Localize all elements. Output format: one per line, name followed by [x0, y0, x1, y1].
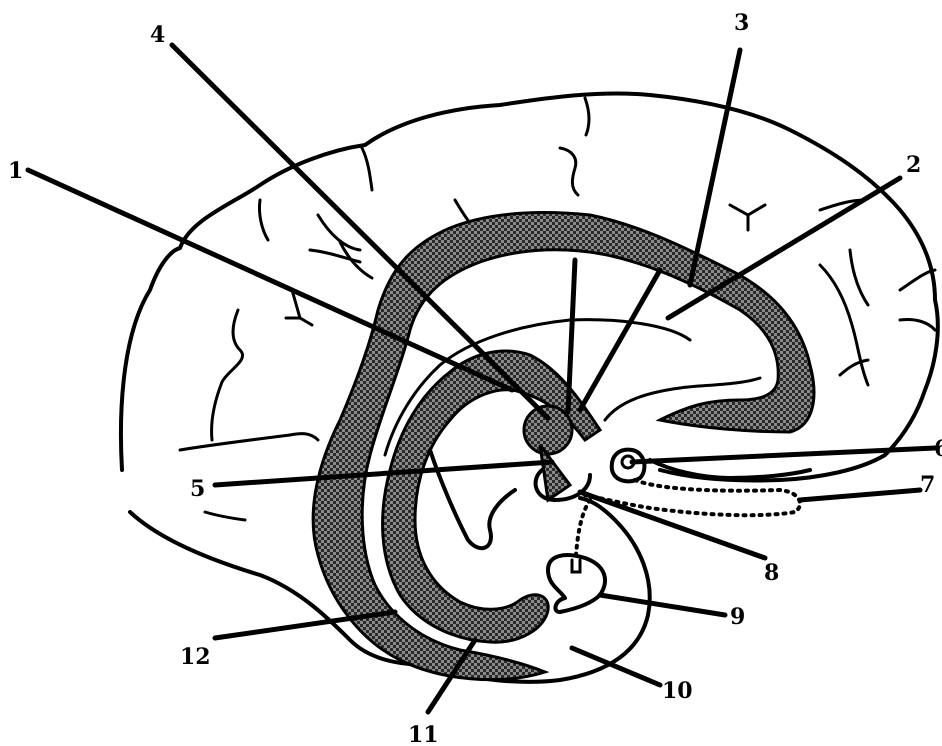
leader-7 — [800, 490, 920, 500]
sulcus — [900, 319, 935, 330]
pineal-region — [612, 450, 645, 482]
label-8: 8 — [764, 560, 779, 586]
leader-3b — [568, 260, 575, 412]
dotted-tract — [585, 480, 800, 515]
label-9: 9 — [730, 604, 745, 630]
sulcus — [850, 250, 868, 305]
label-6: 6 — [934, 436, 942, 462]
sulcus — [205, 512, 245, 520]
sulcus — [212, 310, 243, 440]
sulcus — [730, 205, 765, 230]
mammillary-region — [548, 555, 605, 612]
label-5: 5 — [190, 476, 205, 502]
label-2: 2 — [906, 152, 921, 178]
label-10: 10 — [662, 678, 693, 704]
sulcus — [310, 250, 360, 262]
leader-9 — [600, 595, 725, 615]
label-4: 4 — [150, 22, 165, 48]
mammillary-stalk — [572, 560, 580, 572]
sulcus — [585, 98, 589, 135]
leader-8 — [580, 492, 765, 558]
sulcus — [362, 148, 372, 190]
label-3: 3 — [734, 10, 749, 36]
leader-2 — [668, 178, 900, 318]
leader-3c — [580, 270, 660, 410]
sulcus — [318, 215, 372, 278]
label-7: 7 — [920, 472, 935, 498]
leader-3a — [690, 50, 740, 285]
sulcus — [180, 434, 318, 450]
sulcus — [820, 265, 868, 385]
anterior-nucleus — [524, 406, 572, 454]
leader-10 — [572, 648, 660, 685]
sulcus — [560, 148, 578, 195]
sulcus — [900, 270, 935, 290]
label-1: 1 — [8, 158, 23, 184]
label-11: 11 — [408, 722, 439, 746]
leader-6 — [632, 448, 935, 462]
leader-5 — [215, 462, 552, 485]
dotted-tract-descending — [576, 500, 590, 555]
sulcus — [259, 200, 268, 240]
label-12: 12 — [180, 644, 211, 670]
